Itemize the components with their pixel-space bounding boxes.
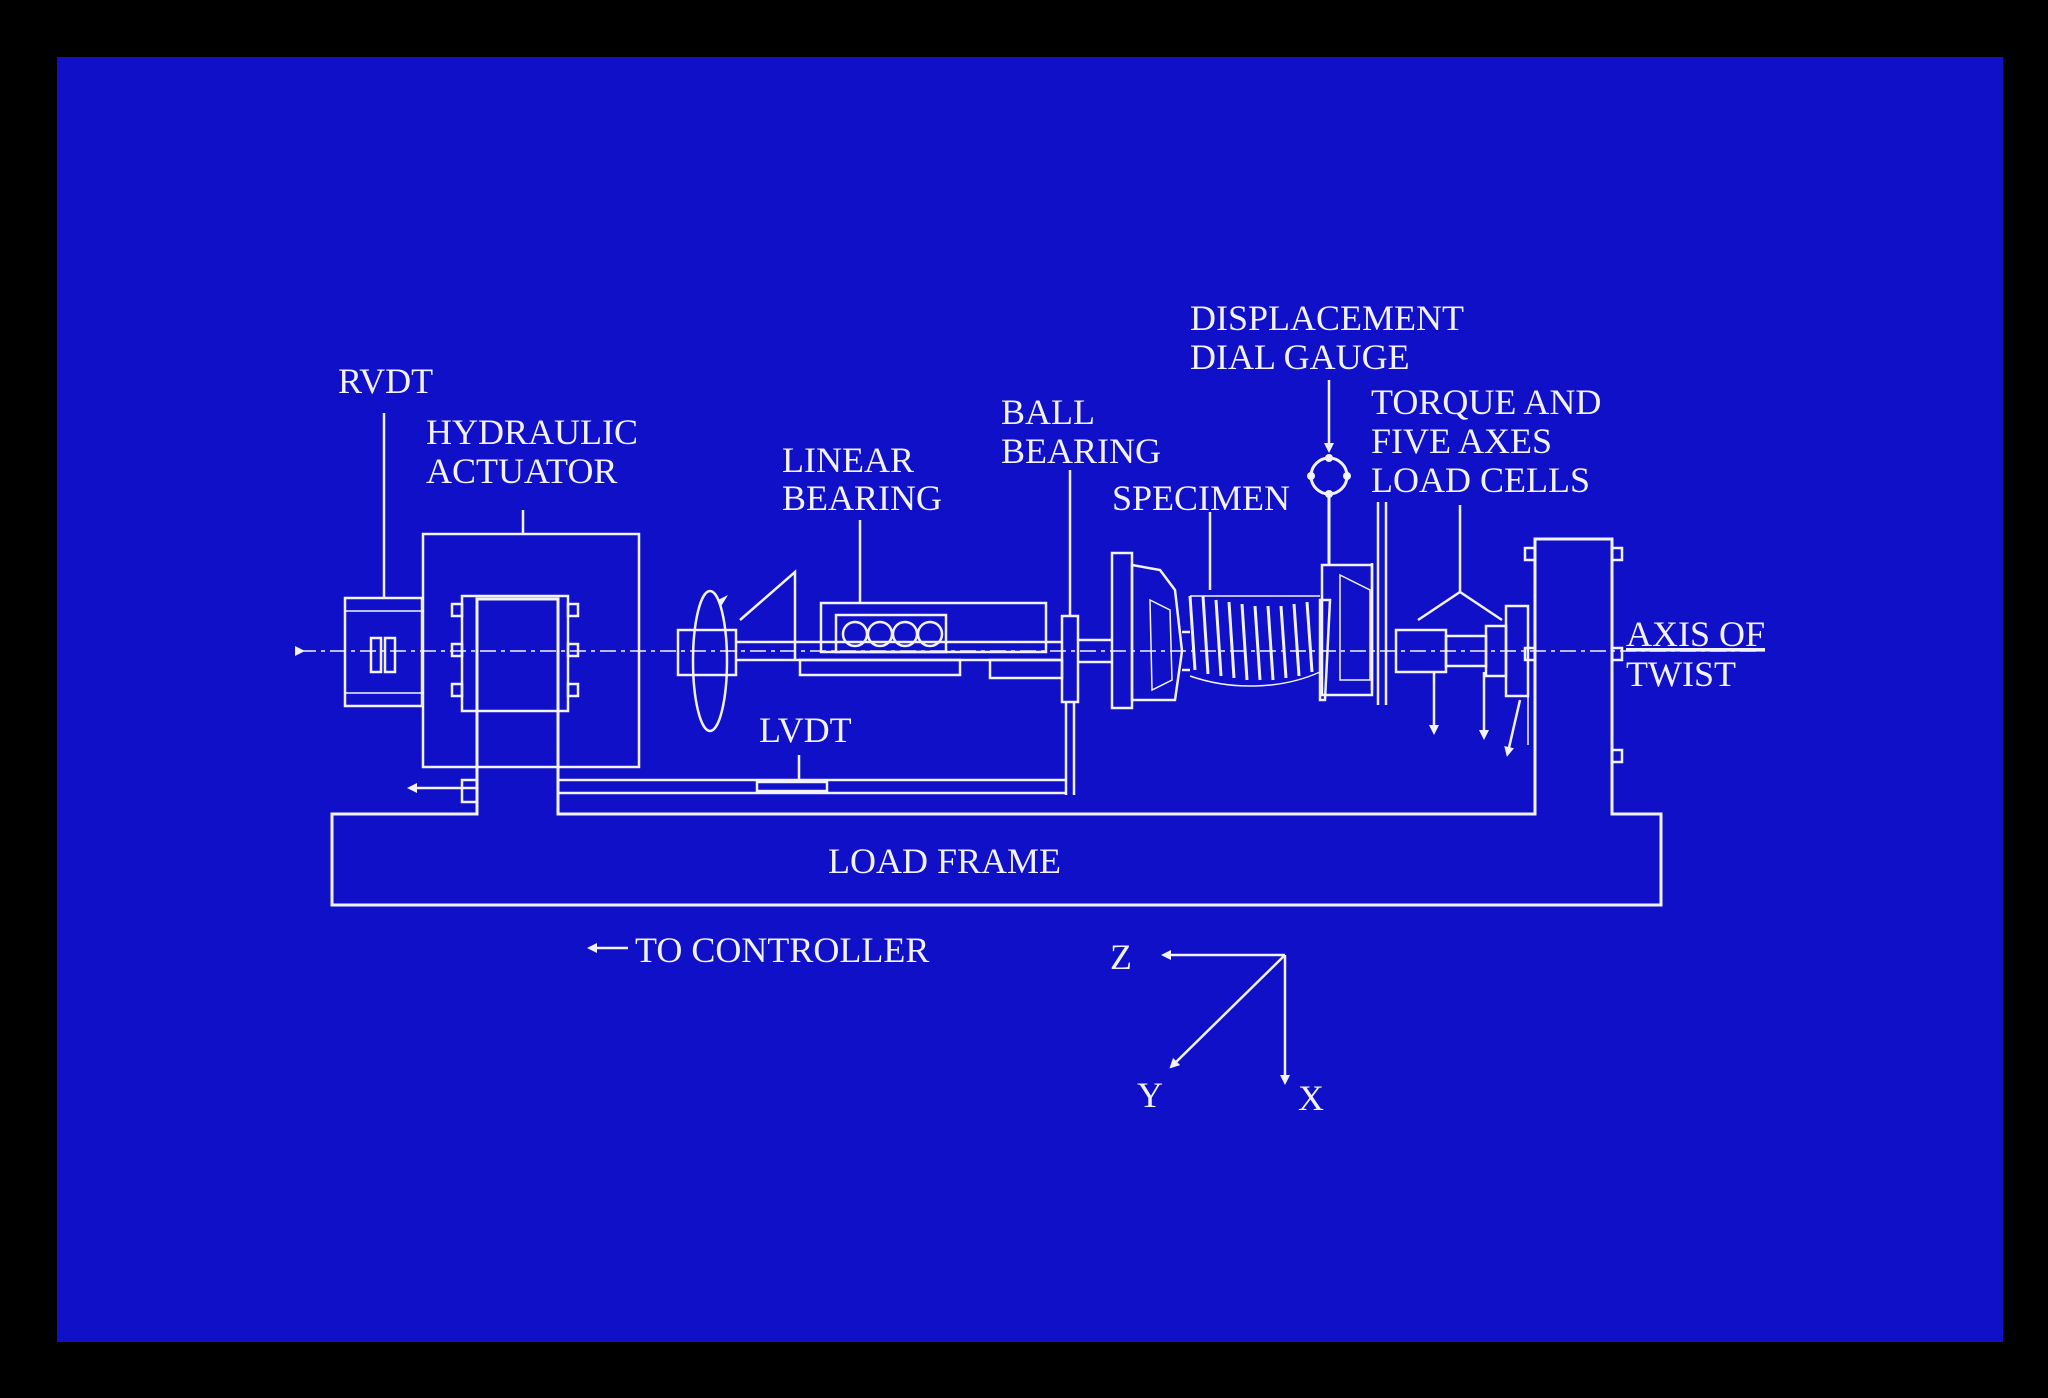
linear-bearing-label-line2: BEARING [782, 478, 942, 518]
slide-background [57, 57, 2003, 1342]
specimen-label: SPECIMEN [1112, 478, 1290, 518]
load-cells [1394, 505, 1530, 757]
to-controller-label: TO CONTROLLER [635, 930, 929, 970]
load-cells-label-line3: LOAD CELLS [1371, 460, 1590, 500]
linear-bearing-label-line1: LINEAR [782, 440, 914, 480]
frame-bolts-right [1523, 546, 1624, 764]
axis-of-twist-label-line2: TWIST [1626, 654, 1736, 694]
displacement-label-line2: DIAL GAUGE [1190, 337, 1410, 377]
lvdt-sensor [407, 755, 1066, 804]
axis-y-label: Y [1137, 1075, 1163, 1115]
axis-z-label: Z [1110, 937, 1132, 977]
dial-gauge [1307, 380, 1351, 565]
axis-x-label: X [1298, 1078, 1324, 1118]
specimen [1188, 512, 1321, 687]
displacement-label-line1: DISPLACEMENT [1190, 298, 1464, 338]
rvdt-sensor [343, 413, 424, 708]
hydraulic-actuator [421, 510, 641, 769]
specimen-grip-right [1318, 502, 1388, 705]
load-cells-label-line1: TORQUE AND [1371, 382, 1601, 422]
load-cells-label-line2: FIVE AXES [1371, 421, 1552, 461]
ball-bearing [1060, 470, 1112, 795]
specimen-grip-left [1110, 551, 1190, 710]
ball-bearing-label-line2: BEARING [1001, 431, 1161, 471]
hydraulic-label-line2: ACTUATOR [426, 451, 617, 491]
load-frame [330, 537, 1663, 907]
ball-bearing-label-line1: BALL [1001, 392, 1095, 432]
coordinate-axes [1161, 950, 1290, 1085]
load-frame-label: LOAD FRAME [828, 841, 1061, 881]
rvdt-label: RVDT [338, 361, 433, 401]
linear-bearing-assembly [676, 520, 1064, 733]
lvdt-label: LVDT [759, 710, 852, 750]
axis-of-twist-label-line1: AXIS OF [1626, 614, 1765, 654]
hydraulic-label-line1: HYDRAULIC [426, 412, 638, 452]
